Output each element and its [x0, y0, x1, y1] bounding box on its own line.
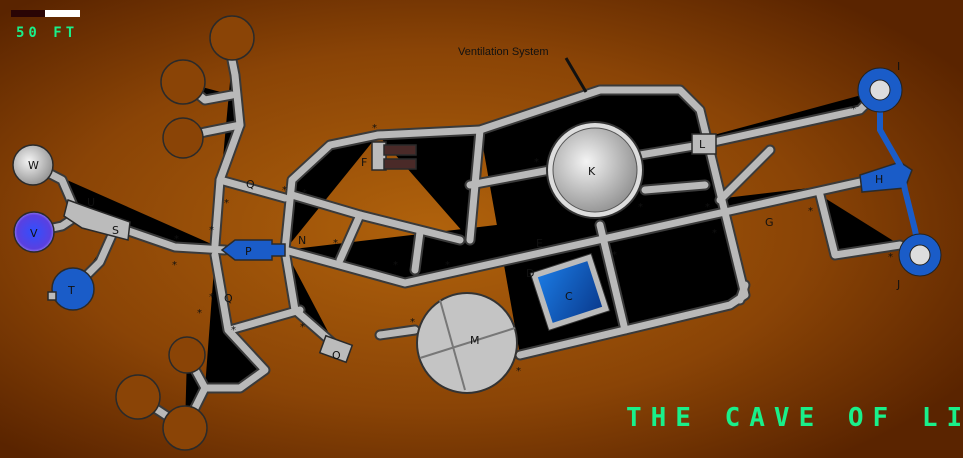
- svg-text:*: *: [516, 366, 521, 377]
- label-f: F: [361, 156, 367, 169]
- ventilation-pointer: [564, 57, 588, 93]
- svg-text:*: *: [282, 185, 287, 196]
- room-j[interactable]: [898, 233, 942, 277]
- svg-text:*: *: [712, 228, 717, 239]
- lower-room-3[interactable]: [162, 405, 208, 451]
- svg-text:*: *: [393, 260, 398, 271]
- svg-text:*: *: [851, 104, 856, 115]
- svg-text:*: *: [302, 188, 307, 199]
- room-k[interactable]: [546, 121, 644, 219]
- svg-text:*: *: [808, 206, 813, 217]
- label-h: H: [875, 173, 883, 186]
- label-c: C: [565, 290, 573, 303]
- label-p: P: [245, 245, 252, 258]
- svg-text:*: *: [612, 250, 617, 261]
- room-l[interactable]: [691, 133, 717, 155]
- room-t-alcove: [47, 291, 57, 301]
- svg-text:*: *: [372, 123, 377, 134]
- room-f[interactable]: [371, 141, 417, 171]
- svg-text:*: *: [209, 292, 214, 303]
- svg-text:*: *: [534, 157, 539, 168]
- label-v: V: [30, 227, 38, 240]
- svg-text:*: *: [705, 202, 710, 213]
- svg-text:*: *: [638, 202, 643, 213]
- label-u: U: [87, 196, 95, 209]
- svg-text:*: *: [445, 260, 450, 271]
- svg-text:*: *: [231, 325, 236, 336]
- label-g: G: [765, 216, 774, 229]
- label-w: W: [28, 159, 39, 172]
- lower-room-1[interactable]: [168, 336, 206, 374]
- svg-text:*: *: [209, 225, 214, 236]
- svg-text:*: *: [410, 317, 415, 328]
- svg-text:*: *: [300, 322, 305, 333]
- label-i: I: [897, 60, 900, 73]
- scale-label: 50 FT: [16, 25, 78, 41]
- upper-room-2[interactable]: [160, 59, 206, 105]
- label-q-lower: Q: [224, 292, 233, 305]
- svg-text:*: *: [197, 308, 202, 319]
- label-d: D: [526, 267, 534, 280]
- label-t: T: [67, 284, 75, 297]
- ventilation-label: Ventilation System: [458, 46, 549, 58]
- upper-room-3[interactable]: [162, 117, 204, 159]
- label-k: K: [588, 165, 596, 178]
- room-u-hall[interactable]: [63, 199, 131, 241]
- label-o: O: [332, 349, 341, 362]
- label-s: S: [112, 224, 119, 237]
- lower-room-2[interactable]: [115, 374, 161, 420]
- svg-text:*: *: [172, 260, 177, 271]
- room-m[interactable]: [416, 292, 518, 394]
- label-q-upper: Q: [246, 178, 255, 191]
- room-t[interactable]: [51, 267, 95, 311]
- door-markers: * * * * * * * * * * * * * * * * * * * * * * * *: [172, 104, 893, 377]
- room-c[interactable]: [529, 252, 611, 332]
- svg-text:*: *: [224, 198, 229, 209]
- label-l: L: [699, 138, 706, 151]
- label-j: J: [896, 278, 900, 291]
- scale-bar: [11, 10, 80, 17]
- svg-text:*: *: [888, 252, 893, 263]
- room-o[interactable]: [318, 334, 354, 364]
- label-e: E: [536, 237, 543, 250]
- svg-text:*: *: [333, 238, 338, 249]
- room-w[interactable]: [12, 144, 54, 186]
- map-title: THE CAVE OF LIFE: [626, 403, 963, 433]
- room-p[interactable]: [220, 239, 286, 261]
- room-i[interactable]: [857, 67, 903, 113]
- label-m: M: [470, 334, 480, 347]
- room-v[interactable]: [13, 211, 55, 253]
- svg-text:*: *: [174, 234, 179, 245]
- label-n: N: [298, 234, 306, 247]
- upper-room-1[interactable]: [209, 15, 255, 61]
